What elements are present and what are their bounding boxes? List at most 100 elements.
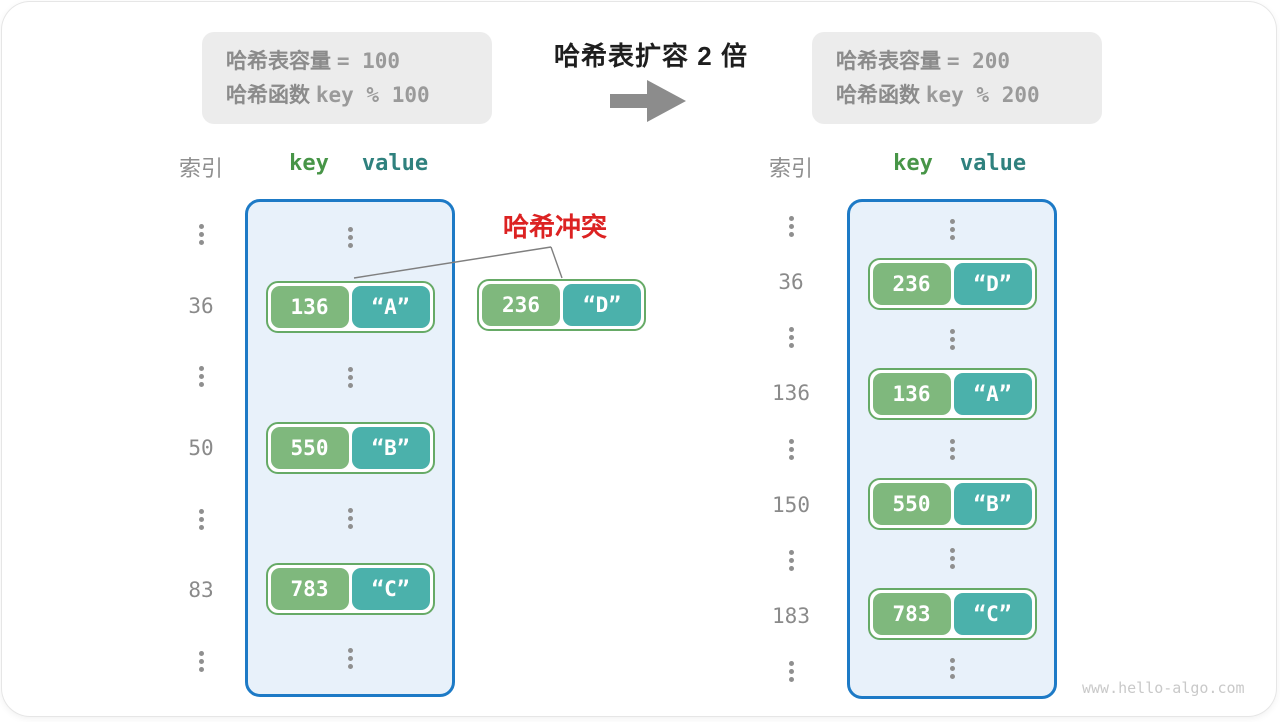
index-header-left: 索引 xyxy=(178,156,224,181)
index-label: 183 xyxy=(772,603,810,628)
value-cell: “C” xyxy=(351,567,430,610)
value-cell: “C” xyxy=(953,592,1032,635)
hash-table-before: 136 “A” 550 “B” 783 “C” xyxy=(245,199,455,697)
ellipsis-dots xyxy=(198,658,204,664)
capacity-line: 哈希表容量 = 100 xyxy=(226,48,492,75)
value-cell: “A” xyxy=(953,373,1032,416)
value-cell: “D” xyxy=(563,284,641,326)
ellipsis-dots xyxy=(788,446,794,452)
bucket-slot: 550 “B” xyxy=(248,413,452,483)
ellipsis-dots xyxy=(788,224,794,230)
index-label: 36 xyxy=(188,293,214,318)
arrow-right-icon xyxy=(610,80,686,122)
capacity-value: = 200 xyxy=(946,48,1011,73)
key-cell: 783 xyxy=(270,567,349,610)
key-header-left: key xyxy=(289,151,329,176)
ellipsis-dots xyxy=(949,556,955,562)
index-slot xyxy=(172,484,230,555)
ellipsis-dots xyxy=(198,516,204,522)
bucket-slot: 550 “B” xyxy=(850,476,1054,531)
ellipsis-dots xyxy=(788,335,794,341)
watermark: www.hello-algo.com xyxy=(1082,679,1245,697)
collision-label: 哈希冲突 xyxy=(502,212,608,242)
index-slot: 83 xyxy=(172,555,230,626)
key-cell: 783 xyxy=(872,592,951,635)
kv-pair: 136 “A” xyxy=(265,281,435,334)
index-label: 136 xyxy=(772,381,810,406)
value-cell: “B” xyxy=(351,426,430,469)
index-slot xyxy=(172,341,230,412)
kv-pair: 550 “B” xyxy=(867,477,1037,530)
bucket-slot xyxy=(850,202,1054,257)
index-header-right: 索引 xyxy=(768,156,814,181)
key-cell: 236 xyxy=(482,284,560,326)
ellipsis-dots xyxy=(198,374,204,380)
hash-function-value: key % 100 xyxy=(315,82,430,107)
ellipsis-dots xyxy=(949,336,955,342)
capacity-label: 哈希表容量 xyxy=(836,49,941,73)
bucket-slot xyxy=(850,641,1054,696)
capacity-box-before: 哈希表容量 = 100 哈希函数 key % 100 xyxy=(202,32,492,124)
bucket-slot xyxy=(850,531,1054,586)
ellipsis-dots xyxy=(347,515,353,521)
index-slot: 50 xyxy=(172,412,230,483)
value-cell: “D” xyxy=(953,263,1032,306)
value-cell: “A” xyxy=(351,286,430,329)
index-slot xyxy=(172,626,230,697)
index-slot xyxy=(762,421,820,477)
index-column-left: 36 50 83 xyxy=(172,199,230,697)
hash-function-line: 哈希函数 key % 200 xyxy=(836,82,1102,109)
ellipsis-dots xyxy=(198,232,204,238)
kv-pair: 783 “C” xyxy=(265,562,435,615)
capacity-label: 哈希表容量 xyxy=(226,49,331,73)
index-slot: 36 xyxy=(762,255,820,311)
kv-pair: 136 “A” xyxy=(867,368,1037,421)
value-header-right: value xyxy=(959,151,1027,176)
ellipsis-dots xyxy=(347,234,353,240)
index-slot: 150 xyxy=(762,477,820,533)
bucket-slot: 136 “A” xyxy=(850,367,1054,422)
ellipsis-dots xyxy=(788,557,794,563)
bucket-slot xyxy=(248,624,452,694)
hash-function-label: 哈希函数 xyxy=(836,83,920,107)
ellipsis-dots xyxy=(788,668,794,674)
key-cell: 136 xyxy=(270,286,349,329)
hash-function-line: 哈希函数 key % 100 xyxy=(226,82,492,109)
bucket-slot xyxy=(248,343,452,413)
index-slot xyxy=(762,310,820,366)
ellipsis-dots xyxy=(949,226,955,232)
bucket-slot: 783 “C” xyxy=(248,553,452,623)
collision-kv-pair: 236 “D” xyxy=(477,279,646,331)
index-slot: 136 xyxy=(762,366,820,422)
key-cell: 136 xyxy=(872,373,951,416)
bucket-slot: 136 “A” xyxy=(248,272,452,342)
key-cell: 550 xyxy=(872,482,951,525)
index-slot: 183 xyxy=(762,588,820,644)
index-label: 150 xyxy=(772,492,810,517)
index-label: 36 xyxy=(778,270,804,295)
bucket-slot xyxy=(248,202,452,272)
bucket-slot xyxy=(248,483,452,553)
index-slot xyxy=(762,532,820,588)
expand-title: 哈希表扩容 2 倍 xyxy=(554,41,748,71)
value-header-left: value xyxy=(361,151,429,176)
capacity-value: = 100 xyxy=(336,48,401,73)
index-label: 83 xyxy=(188,578,214,603)
kv-pair: 550 “B” xyxy=(265,421,435,474)
ellipsis-dots xyxy=(347,656,353,662)
index-slot xyxy=(762,644,820,700)
bucket-slot xyxy=(850,422,1054,477)
capacity-line: 哈希表容量 = 200 xyxy=(836,48,1102,75)
hash-function-value: key % 200 xyxy=(925,82,1040,107)
bucket-slot xyxy=(850,312,1054,367)
value-cell: “B” xyxy=(953,482,1032,525)
index-label: 50 xyxy=(188,435,214,460)
bucket-slot: 783 “C” xyxy=(850,586,1054,641)
capacity-box-after: 哈希表容量 = 200 哈希函数 key % 200 xyxy=(812,32,1102,124)
index-slot xyxy=(172,199,230,270)
index-slot: 36 xyxy=(172,270,230,341)
index-slot xyxy=(762,199,820,255)
ellipsis-dots xyxy=(949,666,955,672)
ellipsis-dots xyxy=(347,375,353,381)
